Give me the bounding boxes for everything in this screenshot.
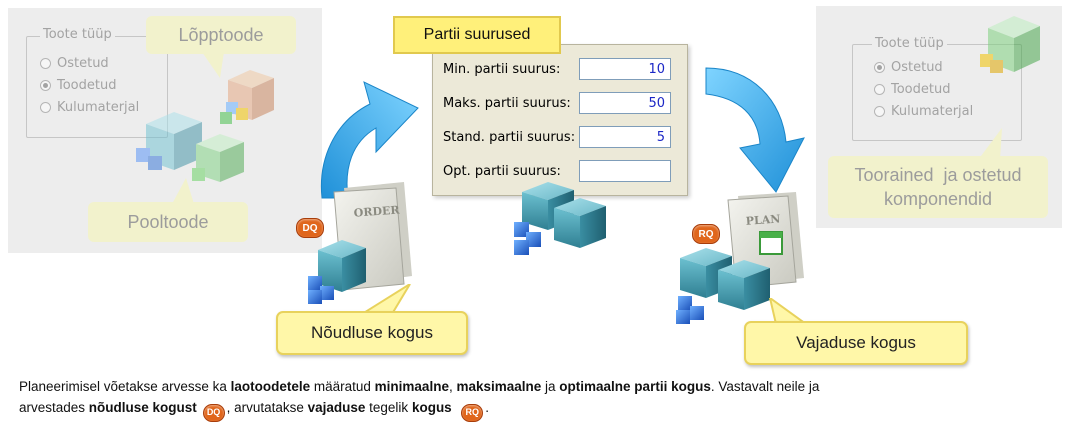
callout-pooltoode: Pooltoode <box>88 202 248 242</box>
stock-boxes-icon <box>514 182 606 255</box>
left-radio-kulumaterjal[interactable]: Kulumaterjal <box>40 96 139 118</box>
right-radio-ostetud[interactable]: Ostetud <box>874 56 973 78</box>
plan-doc-label: PLAN <box>745 212 780 227</box>
radio-checked-icon <box>874 61 885 73</box>
semi-product-box-icon <box>136 112 244 182</box>
callout-lopptoode: Lõpptoode <box>146 16 296 54</box>
radio-icon <box>40 101 51 113</box>
right-radio-toodetud[interactable]: Toodetud <box>874 78 973 100</box>
callout-raw-materials-tail <box>978 128 1002 160</box>
order-doc-label: ORDER <box>353 203 400 219</box>
std-batch-row: Stand. partii suurus: 5 <box>433 126 687 150</box>
plan-boxes-icon <box>676 248 770 324</box>
left-product-type-legend: Toote tüüp <box>40 27 115 42</box>
callout-demand-tail <box>362 284 411 314</box>
right-product-type-legend: Toote tüüp <box>872 36 947 51</box>
right-radio-list: Ostetud Toodetud Kulumaterjal <box>874 56 973 122</box>
left-radio-list: Ostetud Toodetud Kulumaterjal <box>40 52 139 118</box>
dq-badge: DQ <box>296 218 324 238</box>
callout-demand-quantity: Nõudluse kogus <box>276 311 468 355</box>
std-batch-label: Stand. partii suurus: <box>443 130 576 145</box>
batch-size-title: Partii suurused <box>393 16 561 54</box>
min-batch-input[interactable]: 10 <box>579 58 671 80</box>
left-radio-toodetud[interactable]: Toodetud <box>40 74 139 96</box>
opt-batch-input[interactable] <box>579 160 671 182</box>
callout-requirement-tail <box>768 298 808 324</box>
radio-icon <box>874 105 885 117</box>
left-panel: Toote tüüp Ostetud Toodetud Kulumaterjal… <box>8 8 322 253</box>
std-batch-input[interactable]: 5 <box>579 126 671 148</box>
order-boxes-icon <box>308 240 366 304</box>
right-radio-kulumaterjal[interactable]: Kulumaterjal <box>874 100 973 122</box>
callout-pooltoode-tail <box>172 178 194 204</box>
radio-icon <box>40 57 51 69</box>
rq-badge: RQ <box>692 224 720 244</box>
opt-batch-label: Opt. partii suurus: <box>443 164 561 179</box>
max-batch-row: Maks. partii suurus: 50 <box>433 92 687 116</box>
plan-document-icon: PLAN <box>727 192 804 289</box>
max-batch-label: Maks. partii suurus: <box>443 96 571 111</box>
curved-arrow-left <box>320 81 419 199</box>
right-panel: Toote tüüp Ostetud Toodetud Kulumaterjal… <box>816 6 1062 228</box>
callout-requirement-quantity: Vajaduse kogus <box>744 321 968 365</box>
explanation-text: Planeerimisel võetakse arvesse ka laotoo… <box>19 376 1059 422</box>
finished-product-box-icon <box>220 70 274 124</box>
curved-arrow-right <box>705 67 805 193</box>
rq-inline-badge: RQ <box>461 403 484 422</box>
left-radio-ostetud[interactable]: Ostetud <box>40 52 139 74</box>
opt-batch-row: Opt. partii suurus: <box>433 160 687 184</box>
batch-size-dialog: Min. partii suurus: 10 Maks. partii suur… <box>432 44 688 196</box>
callout-raw-materials: Toorained ja ostetud komponendid <box>828 156 1048 218</box>
raw-material-box-icon <box>980 16 1040 73</box>
radio-checked-icon <box>40 79 51 91</box>
max-batch-input[interactable]: 50 <box>579 92 671 114</box>
dq-inline-badge: DQ <box>202 403 225 422</box>
min-batch-row: Min. partii suurus: 10 <box>433 58 687 82</box>
min-batch-label: Min. partii suurus: <box>443 62 561 77</box>
radio-icon <box>874 83 885 95</box>
callout-lopptoode-tail <box>202 52 224 78</box>
